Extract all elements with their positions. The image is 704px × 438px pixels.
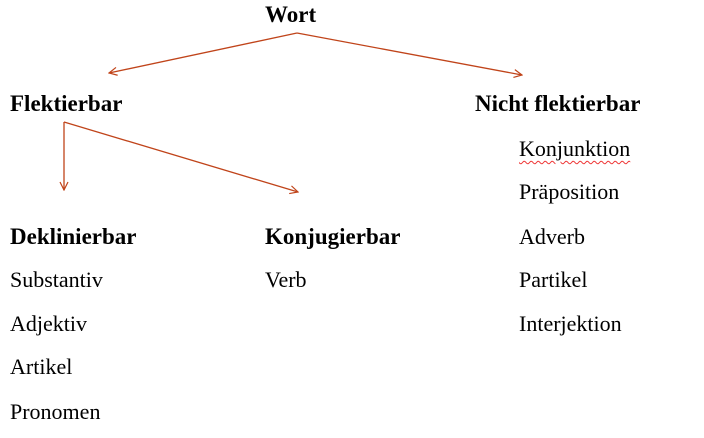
- list-item: Adverb: [519, 224, 585, 249]
- root-node: Wort: [265, 2, 317, 27]
- list-item: Interjektion: [519, 311, 622, 336]
- list-item: Pronomen: [10, 399, 101, 424]
- list-item: Substantiv: [10, 267, 103, 292]
- arrow-wort-nicht-flektierbar: [296, 32, 522, 75]
- list-item: Verb: [265, 267, 307, 292]
- arrow-wort-flektierbar: [109, 32, 298, 73]
- list-item: Präposition: [519, 179, 620, 204]
- deklinierbar-node: Deklinierbar: [10, 224, 137, 249]
- list-item: Artikel: [10, 354, 73, 379]
- arrow-flektierbar-konjugierbar: [63, 121, 298, 192]
- konjugierbar-node: Konjugierbar: [265, 224, 401, 249]
- flektierbar-node: Flektierbar: [10, 91, 123, 116]
- list-item: Adjektiv: [10, 311, 87, 336]
- list-item: Partikel: [519, 267, 588, 292]
- nicht-flektierbar-node: Nicht flektierbar: [475, 91, 641, 116]
- list-item: Konjunktion: [519, 136, 631, 161]
